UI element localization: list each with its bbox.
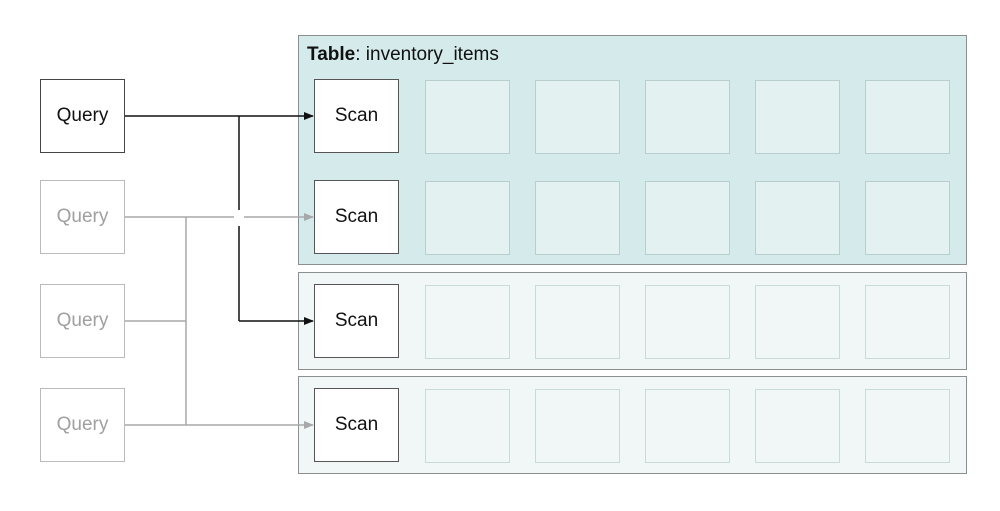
table-title-separator: : <box>355 44 366 65</box>
table-cell <box>425 80 510 154</box>
table-cell <box>755 389 840 463</box>
table-cell <box>755 285 840 359</box>
query-node-1: Query <box>40 79 125 153</box>
query-node-3: Query <box>40 284 125 358</box>
table-title: Table: inventory_items <box>307 44 499 66</box>
table-cell <box>535 285 620 359</box>
table-partition-4 <box>298 376 967 474</box>
query-node-2: Query <box>40 180 125 254</box>
table-cell <box>865 181 950 255</box>
table-partition-3 <box>298 272 967 370</box>
table-cell <box>865 80 950 154</box>
table-cell <box>535 80 620 154</box>
table-cell <box>865 389 950 463</box>
table-cell <box>535 389 620 463</box>
table-cell <box>645 80 730 154</box>
active-connectors <box>125 112 314 325</box>
table-title-label: Table <box>307 44 356 65</box>
scan-node-2: Scan <box>314 180 399 254</box>
scan-node-3: Scan <box>314 284 399 358</box>
query-node-4: Query <box>40 388 125 462</box>
table-name: inventory_items <box>365 44 499 65</box>
inactive-connectors <box>125 213 314 429</box>
table-inventory-items: Table: inventory_items <box>298 35 967 265</box>
table-cell <box>865 285 950 359</box>
table-cell <box>645 389 730 463</box>
scan-node-4: Scan <box>314 388 399 462</box>
table-cell <box>755 181 840 255</box>
scan-node-1: Scan <box>314 79 399 153</box>
table-cell <box>535 181 620 255</box>
table-cell <box>425 181 510 255</box>
table-cell <box>645 285 730 359</box>
table-cell <box>645 181 730 255</box>
table-cell <box>425 389 510 463</box>
table-cell <box>425 285 510 359</box>
table-cell <box>755 80 840 154</box>
